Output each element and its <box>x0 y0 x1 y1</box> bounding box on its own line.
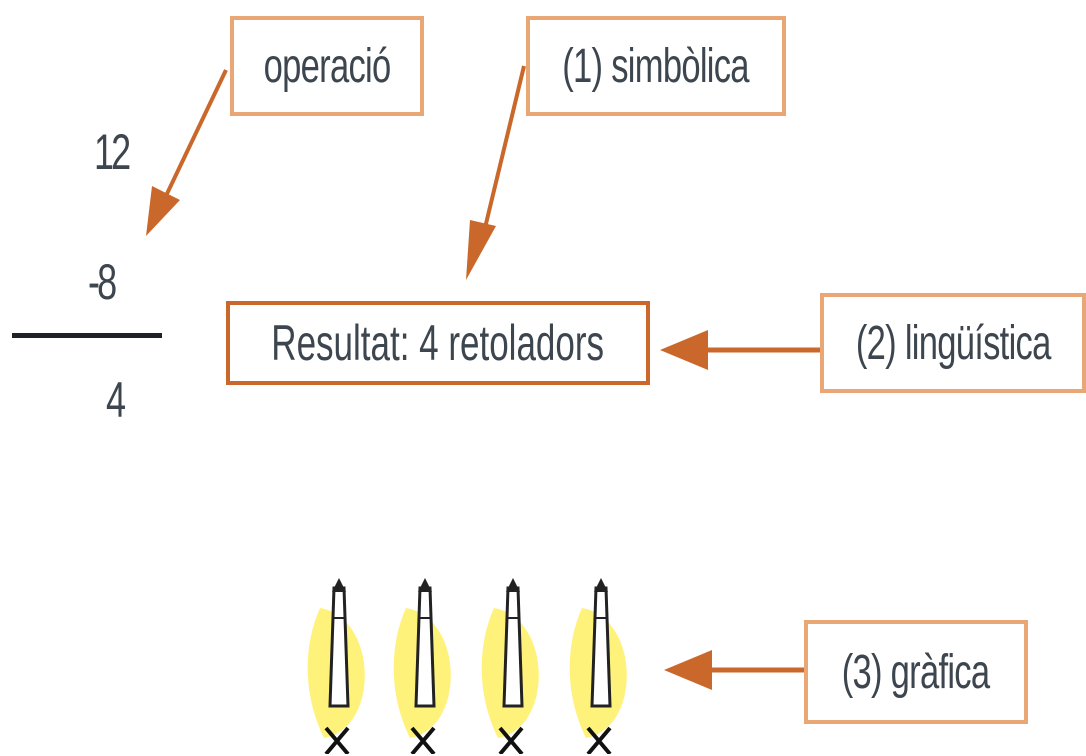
operand-minuend: 12 <box>94 124 131 180</box>
arrow-operacio <box>146 69 228 236</box>
marker-icon <box>393 578 451 754</box>
label-linguistica-text: (2) lingüística <box>855 316 1051 370</box>
label-simbolica-text: (1) simbòlica <box>562 39 750 93</box>
operation-result: 4 <box>106 372 126 428</box>
arrow-grafica <box>664 650 804 690</box>
result-prefix: Resultat: <box>271 315 410 371</box>
label-grafica-text: (3) gràfica <box>842 645 990 699</box>
result-unit: retoladors <box>448 315 605 371</box>
label-operacio-text: operació <box>263 39 392 93</box>
label-simbolica: (1) simbòlica <box>526 16 786 116</box>
marker-icon <box>307 578 365 754</box>
marker-icon <box>481 578 539 754</box>
label-operacio: operació <box>230 16 424 116</box>
label-linguistica: (2) lingüística <box>820 293 1086 393</box>
label-grafica: (3) gràfica <box>804 620 1028 724</box>
arrow-linguistica <box>660 330 820 370</box>
operand-subtrahend: -8 <box>88 254 117 310</box>
marker-icon <box>569 578 627 754</box>
result-value: 4 <box>419 315 439 371</box>
operation-divider-line <box>12 333 162 338</box>
result-box: Resultat: 4 retoladors <box>226 301 650 385</box>
arrow-simbolica <box>466 65 526 280</box>
